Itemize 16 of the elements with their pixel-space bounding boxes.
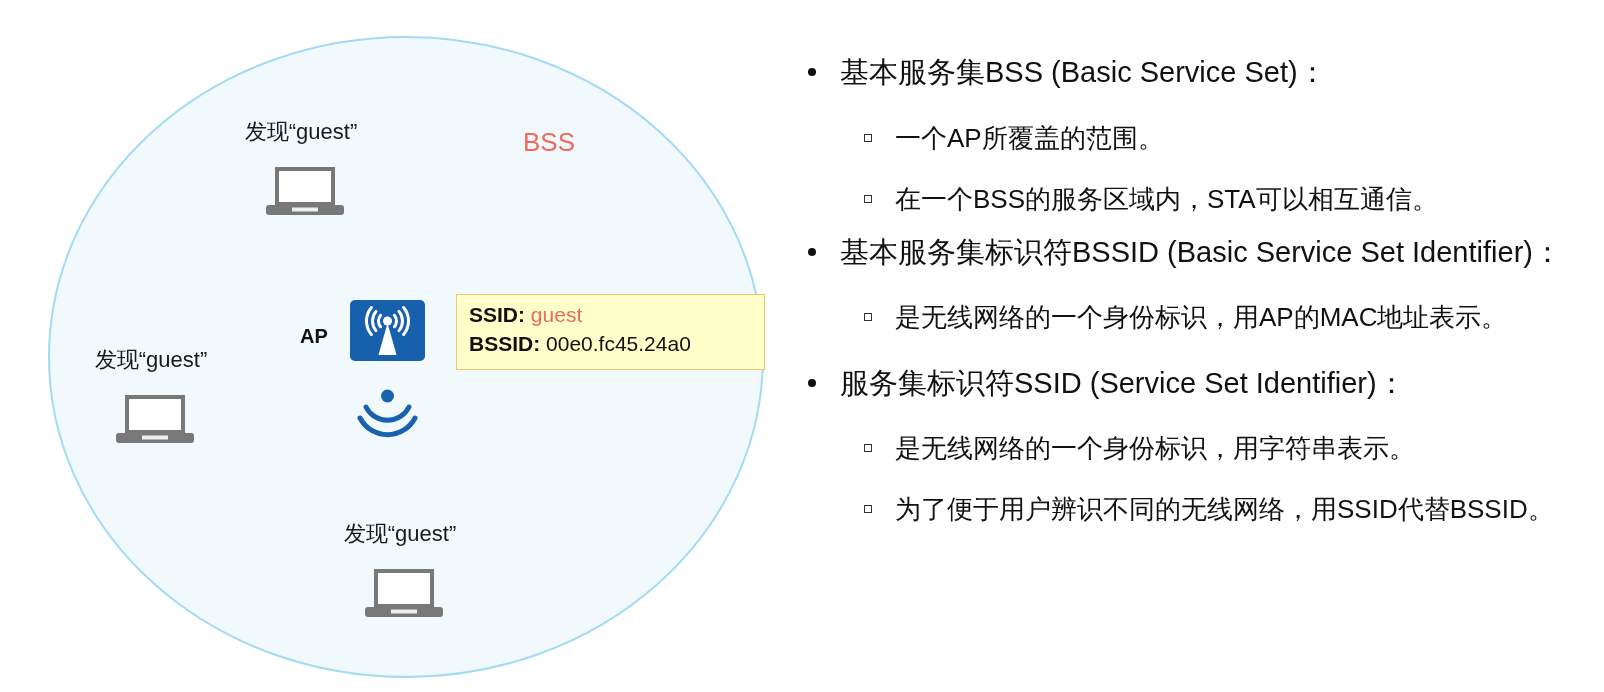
coverage-ellipse (48, 36, 764, 678)
info-text: BSSID: 00e0.fc45.24a0 (469, 331, 691, 357)
bullet-text: 在一个BSS的服务区域内，STA可以相互通信。 (895, 183, 1438, 215)
bullet-text: 是无线网络的一个身份标识，用字符串表示。 (895, 432, 1415, 464)
device-caption: 发现“guest” (244, 119, 358, 145)
bullet-text: 基本服务集标识符BSSID (Basic Service Set Identifier)： (840, 235, 1562, 270)
bullet-text: 基本服务集BSS (Basic Service Set)： (840, 55, 1327, 90)
bullet-text: 服务集标识符SSID (Service Set Identifier)： (840, 366, 1406, 401)
device-label: AP (300, 324, 328, 348)
bullet-text: 为了便于用户辨识不同的无线网络，用SSID代替BSSID。 (895, 493, 1554, 525)
device-caption: 发现“guest” (343, 521, 457, 547)
device-caption: 发现“guest” (94, 347, 208, 373)
info-text: SSID: guest (469, 302, 583, 328)
bullet-text: 是无线网络的一个身份标识，用AP的MAC地址表示。 (895, 301, 1508, 333)
area-label: BSS (523, 127, 576, 158)
bullet-text: 一个AP所覆盖的范围。 (895, 122, 1164, 154)
